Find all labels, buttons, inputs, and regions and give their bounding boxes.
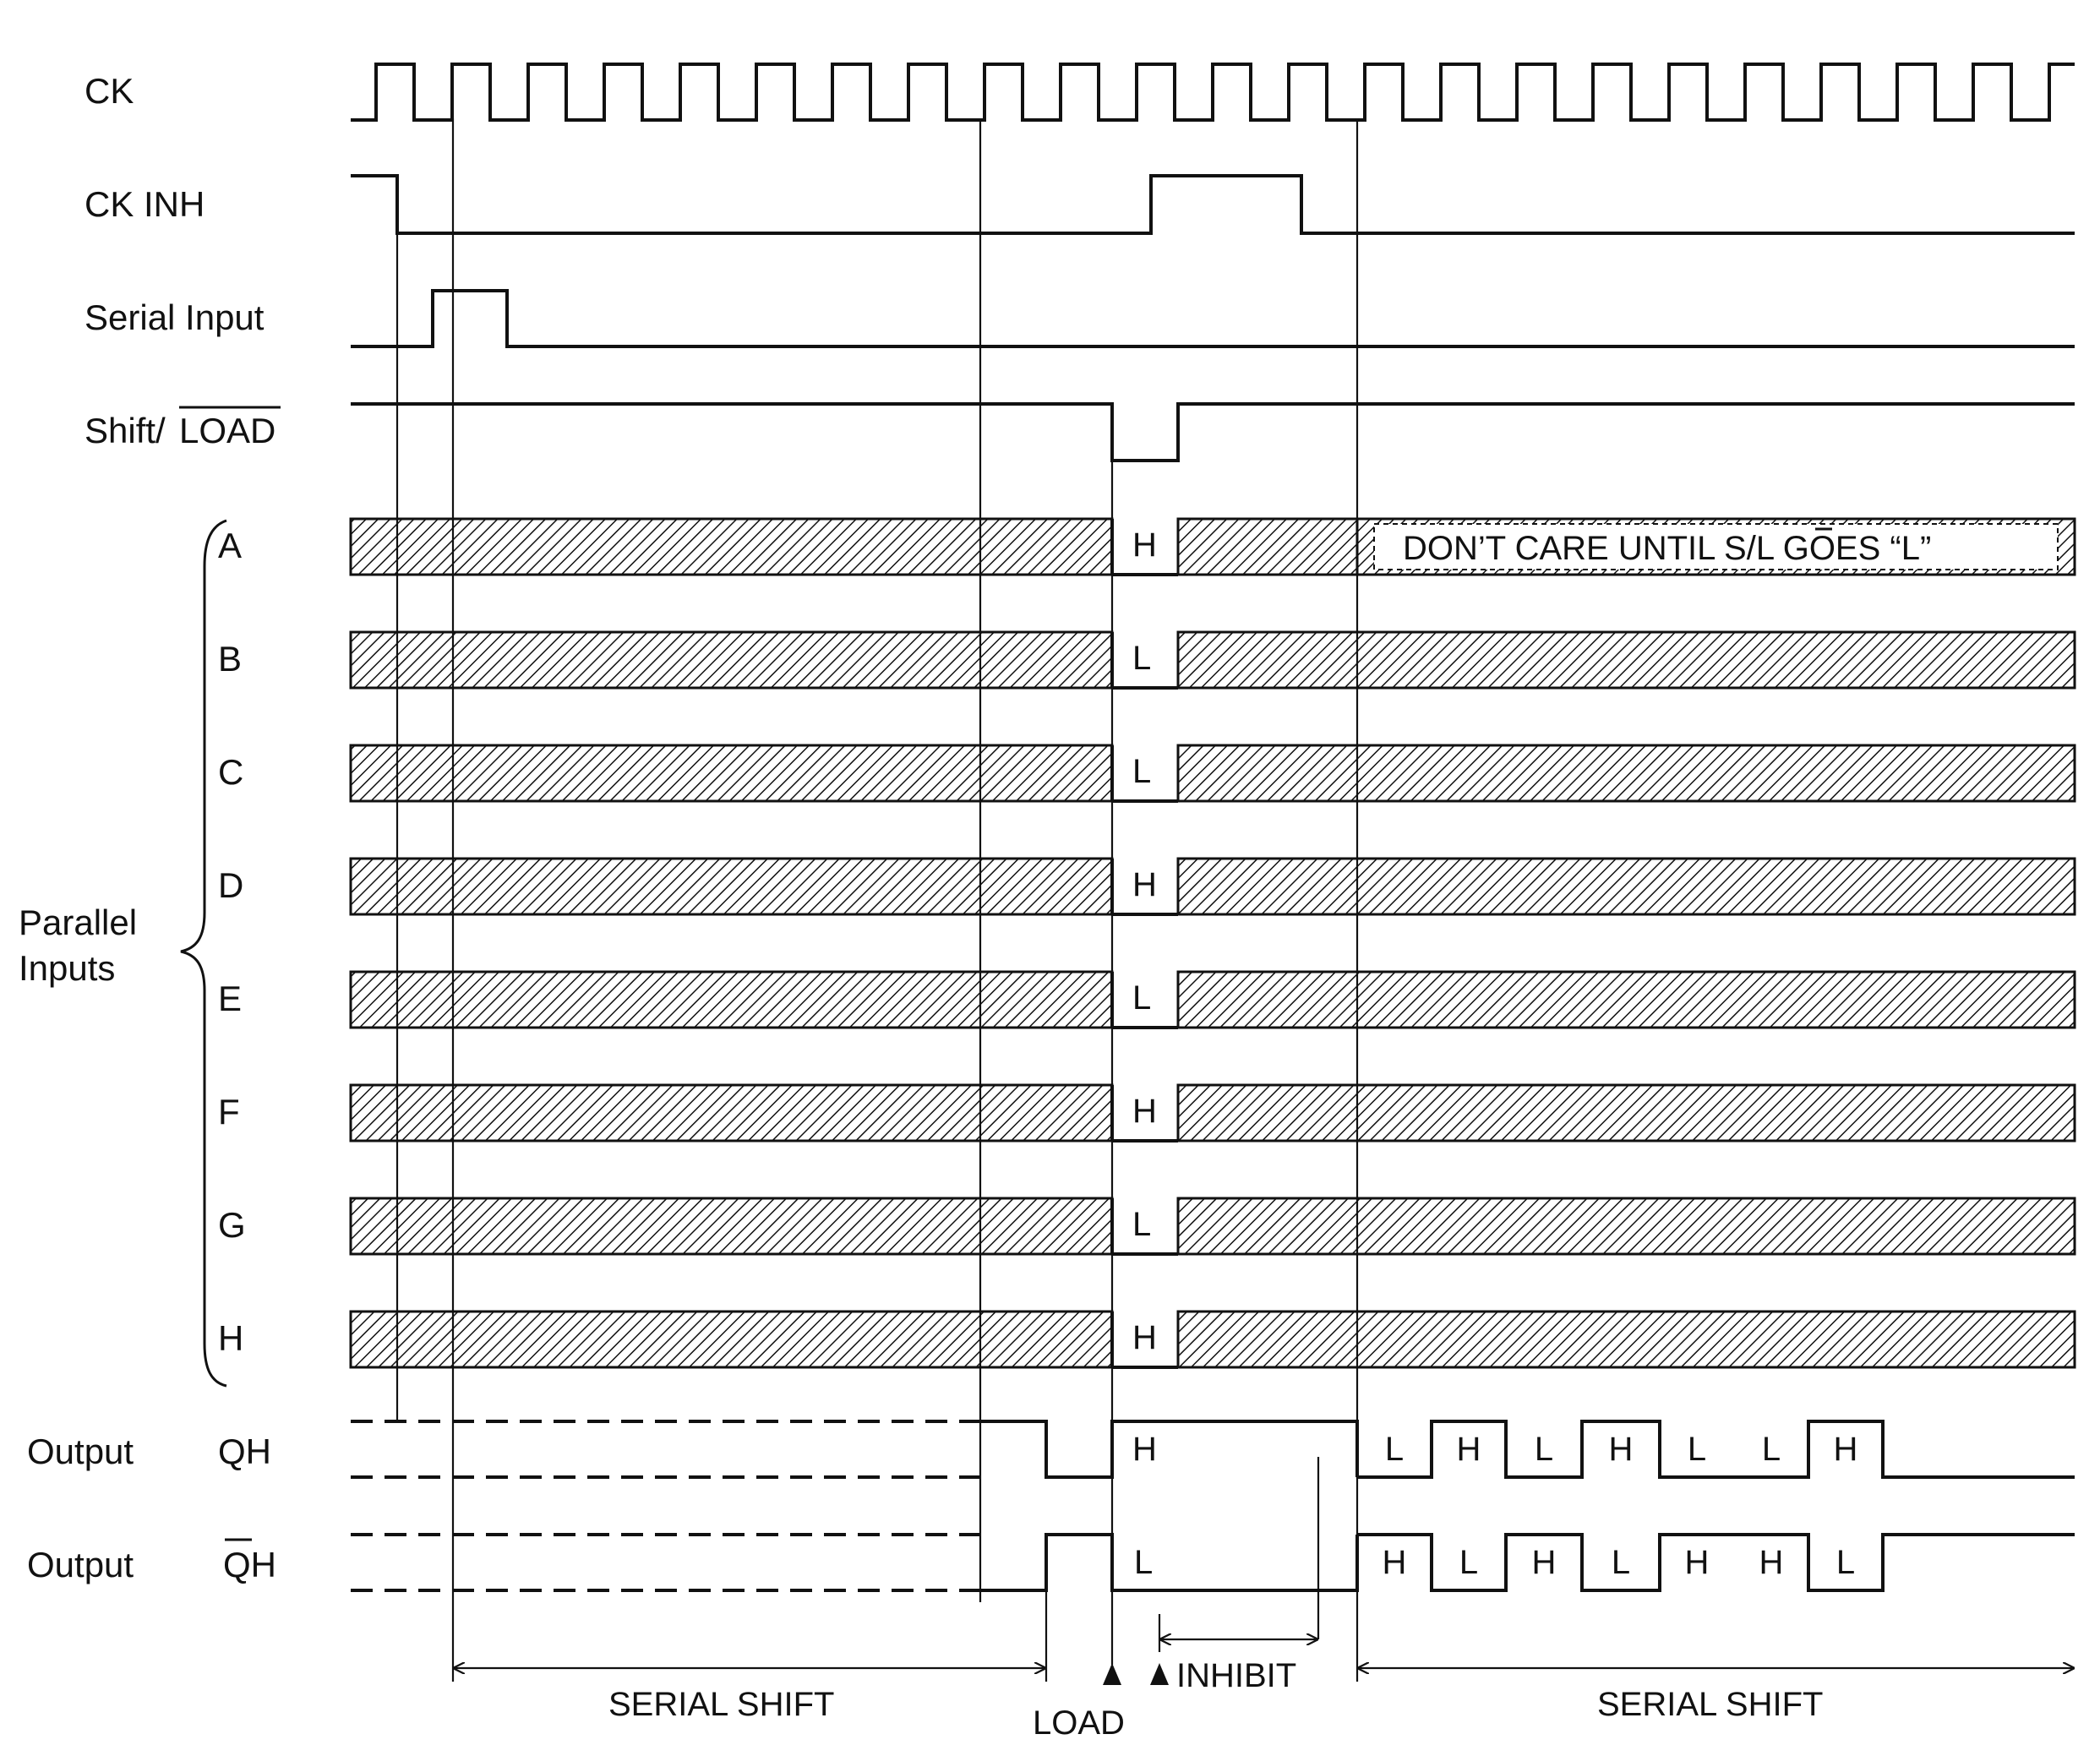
qhbar-load-value: L	[1134, 1544, 1153, 1581]
dont-care-region	[349, 517, 1114, 576]
load-marker-triangle	[1103, 1663, 1121, 1685]
parallel-input-label: F	[218, 1092, 240, 1132]
parallel-input-value: H	[1132, 1093, 1157, 1130]
serial-shift-2-label: SERIAL SHIFT	[1597, 1686, 1823, 1723]
shift-load-waveform	[351, 402, 2075, 462]
qhbar-state: L	[1459, 1544, 1478, 1581]
dont-care-region	[1176, 857, 2076, 916]
ck-waveform	[351, 63, 2075, 122]
inhibit-label: INHIBIT	[1176, 1657, 1296, 1694]
dont-care-region	[349, 970, 1114, 1029]
dont-care-banner	[1373, 523, 2059, 570]
serial-input-waveform	[351, 289, 2075, 348]
dont-care-region	[349, 1310, 1114, 1369]
dont-care-region	[1176, 970, 2076, 1029]
dont-care-region	[349, 1197, 1114, 1256]
parallel-group-label-line2: Inputs	[19, 948, 115, 988]
dont-care-banner-text: DON’T CARE UNTIL S/L GOES “L”	[1403, 530, 1931, 567]
qhbar-label: QH	[223, 1545, 276, 1584]
dont-care-region	[349, 857, 1114, 916]
load-label: LOAD	[1033, 1704, 1125, 1742]
parallel-input-value: L	[1132, 753, 1151, 790]
serial-shift-1-label: SERIAL SHIFT	[608, 1686, 834, 1723]
parallel-input-label: A	[218, 526, 242, 565]
parallel-input-label: B	[218, 639, 242, 679]
dont-care-region	[1176, 517, 1359, 576]
qh-label: QH	[218, 1432, 271, 1471]
parallel-input-label: H	[218, 1318, 243, 1358]
dont-care-region	[1176, 630, 2076, 690]
parallel-input-value: H	[1132, 866, 1157, 903]
parallel-group-label-line1: Parallel	[19, 903, 137, 942]
output-qh-label: Output	[27, 1432, 134, 1471]
dont-care-region	[349, 630, 1114, 690]
qhbar-state: L	[1612, 1544, 1630, 1581]
qhbar-state: L	[1836, 1544, 1855, 1581]
shift-load-label-prefix: Shift/	[85, 411, 166, 450]
dont-care-region	[349, 1083, 1114, 1142]
dont-care-region	[1176, 744, 2076, 803]
qh-load-value: H	[1132, 1431, 1157, 1468]
parallel-input-a: A DON’T CARE UNTIL S/L GOES “L” H	[218, 517, 2076, 576]
dont-care-region	[349, 744, 1114, 803]
inhibit-marker-triangle	[1150, 1663, 1169, 1685]
parallel-input-label: C	[218, 752, 243, 792]
parallel-brace	[180, 519, 227, 1388]
dont-care-region	[1176, 1197, 2076, 1256]
qh-state: H	[1457, 1431, 1481, 1468]
parallel-input-label: D	[218, 865, 243, 905]
qh-state: H	[1609, 1431, 1634, 1468]
ck-label: CK	[85, 71, 134, 111]
dont-care-region	[1176, 1083, 2076, 1142]
qh-state: L	[1385, 1431, 1404, 1468]
output-qhbar-label: Output	[27, 1545, 134, 1584]
parallel-input-label: E	[218, 979, 242, 1018]
shift-load-label-bar: LOAD	[179, 411, 275, 450]
parallel-input-value: L	[1132, 640, 1151, 677]
qh-state: L	[1688, 1431, 1706, 1468]
qhbar-state: H	[1383, 1544, 1407, 1581]
serial-input-label: Serial Input	[85, 297, 265, 337]
parallel-input-label: G	[218, 1205, 246, 1245]
qhbar-waveform-shift	[1357, 1533, 2075, 1592]
parallel-input-value: L	[1132, 1206, 1151, 1243]
parallel-input-value: L	[1132, 979, 1151, 1017]
qhbar-waveform-load	[980, 1533, 1359, 1592]
qhbar-state: H	[1759, 1544, 1784, 1581]
dont-care-region	[1176, 1310, 2076, 1369]
qh-state: L	[1762, 1431, 1781, 1468]
ck-inh-waveform	[351, 174, 2075, 235]
qh-state: H	[1834, 1431, 1858, 1468]
ck-inh-label: CK INH	[85, 184, 205, 224]
qhbar-state: H	[1532, 1544, 1557, 1581]
parallel-input-value: H	[1132, 526, 1157, 564]
qh-waveform-load	[980, 1420, 1359, 1479]
qhbar-state: H	[1685, 1544, 1710, 1581]
parallel-input-value: H	[1132, 1319, 1157, 1356]
qh-waveform-shift	[1357, 1420, 2075, 1479]
output-states: L H L H L L H H L H L H H L	[1383, 1431, 1858, 1581]
qh-state: L	[1535, 1431, 1553, 1468]
